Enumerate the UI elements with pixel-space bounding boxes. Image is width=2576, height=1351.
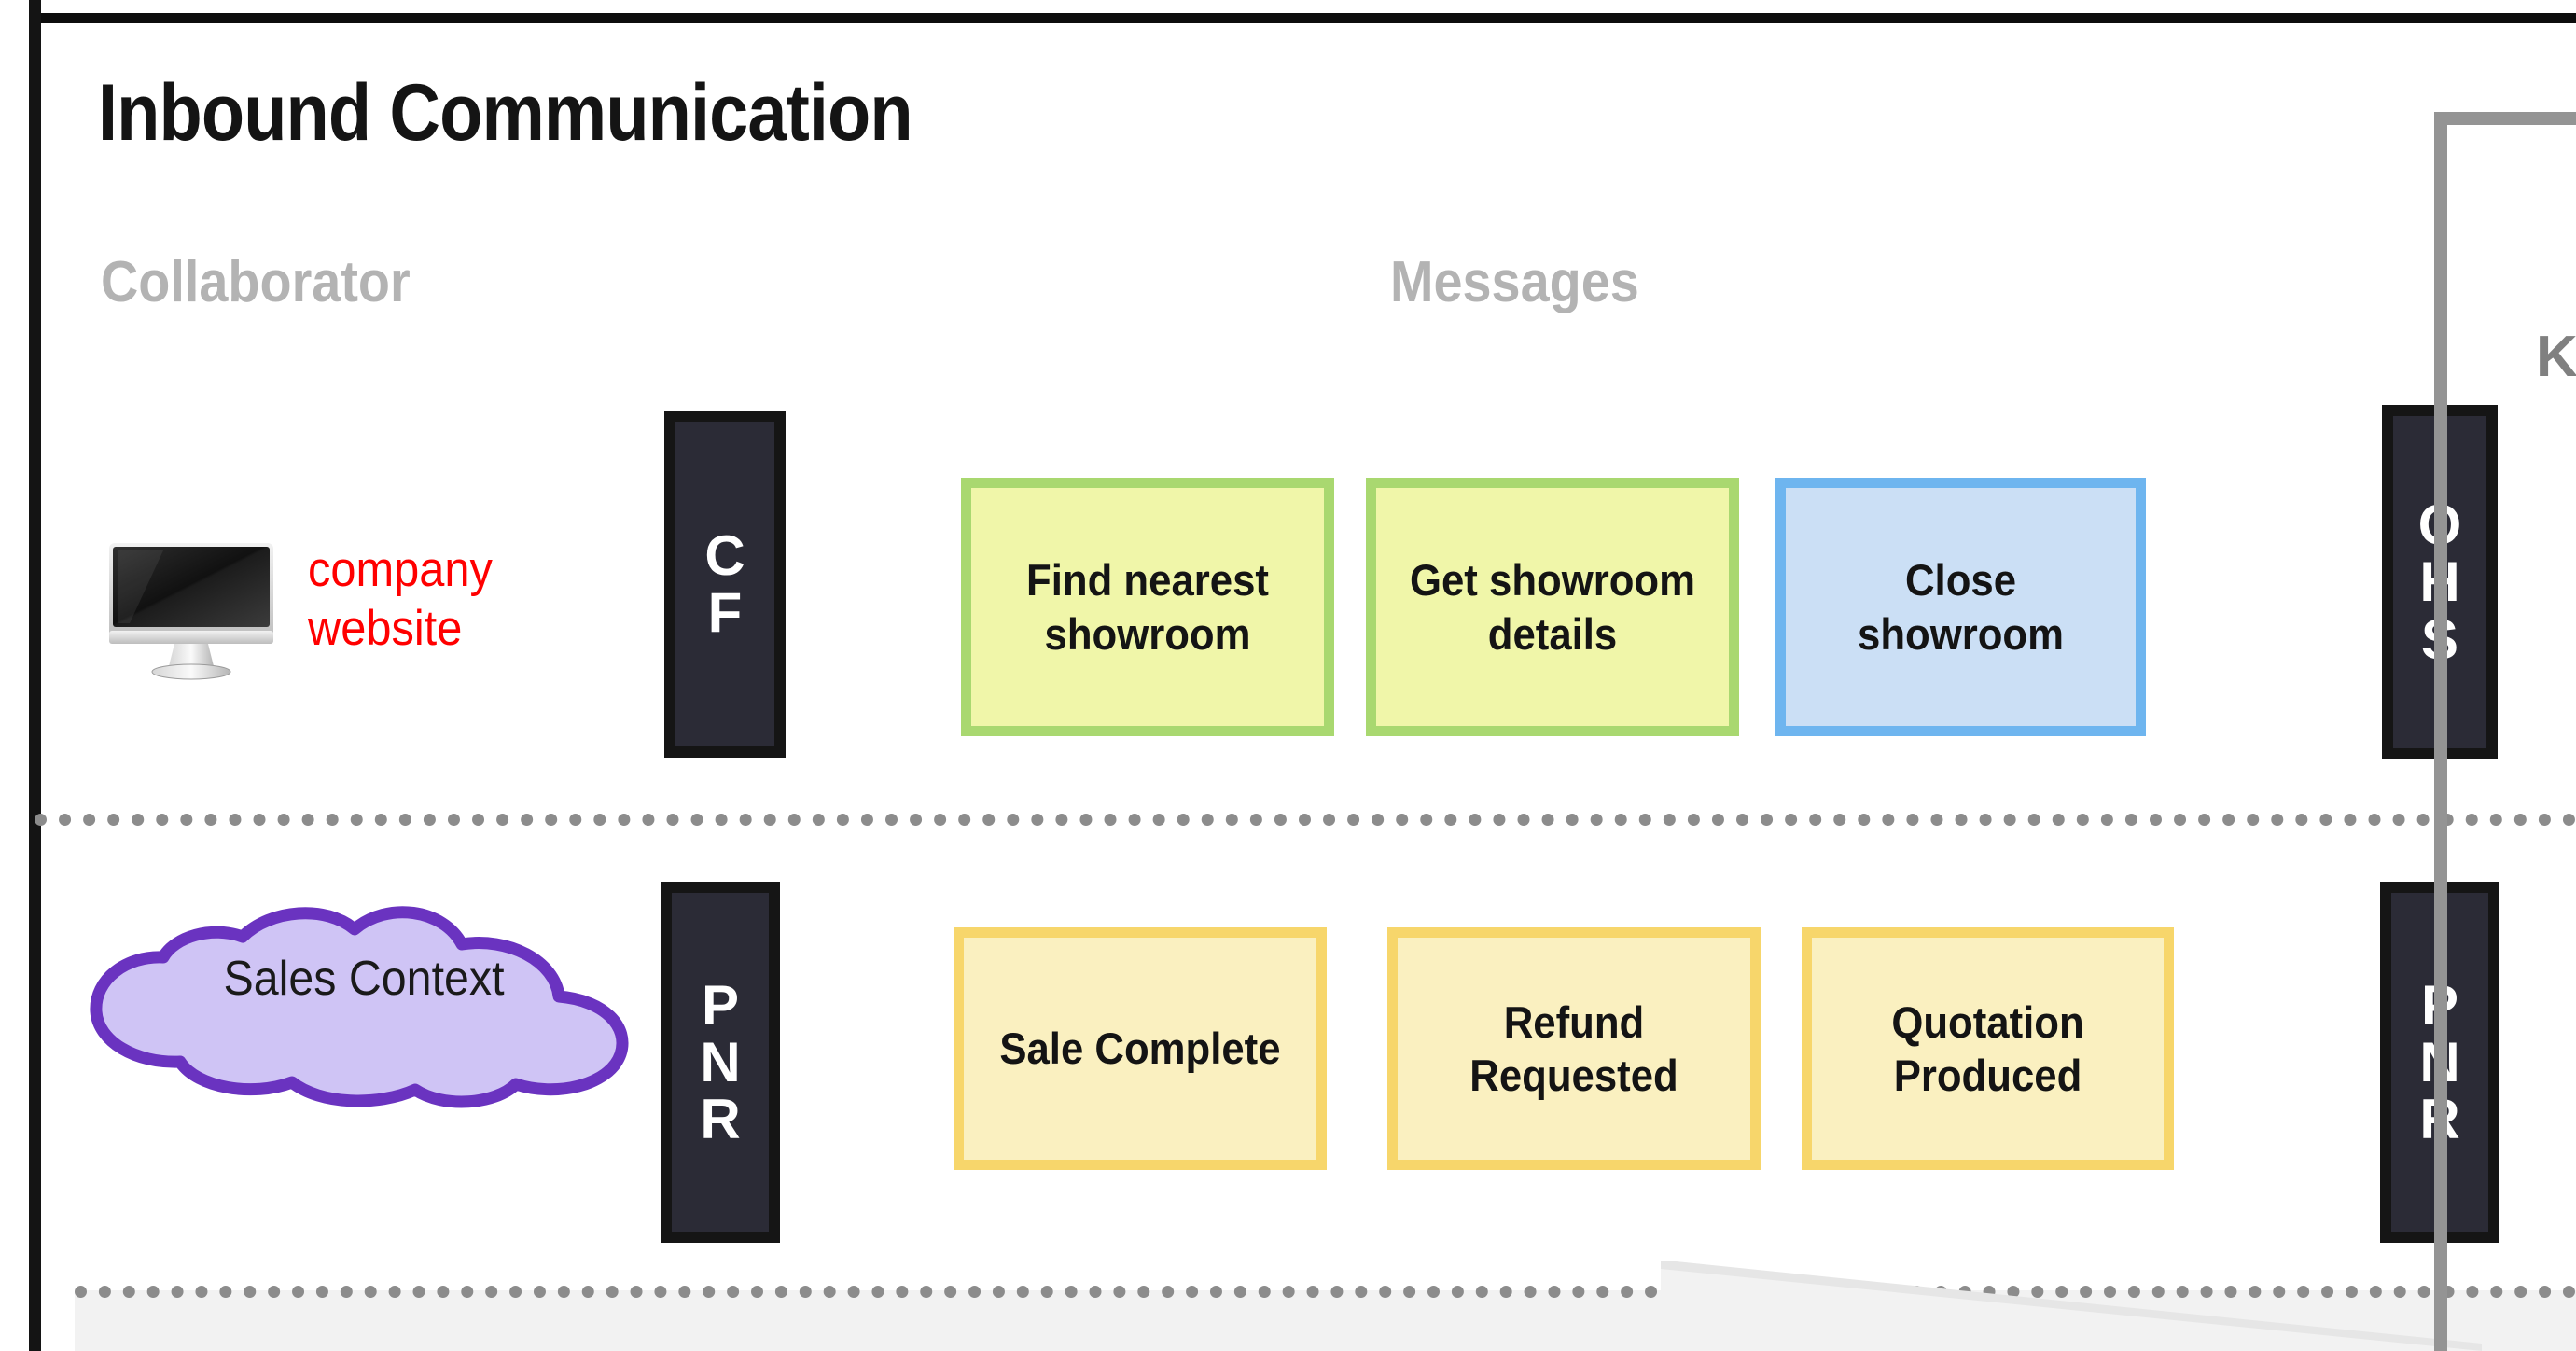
role-tag-pnr-left: P N R — [661, 882, 780, 1243]
page-title: Inbound Communication — [98, 68, 913, 158]
message-card-label: Quotation Produced — [1891, 996, 2084, 1100]
message-card-quotation-produced[interactable]: Quotation Produced — [1802, 927, 2174, 1170]
lane-separator-1 — [35, 814, 2576, 826]
connector-key-label: K — [2536, 325, 2576, 389]
collaborator-label-sales-context: Sales Context — [223, 952, 505, 1006]
message-card-close-showroom[interactable]: Close showroom — [1775, 478, 2146, 736]
connector-elbow — [2434, 112, 2576, 125]
message-card-label: Close showroom — [1858, 555, 2064, 659]
diagram-top-border — [37, 13, 2576, 23]
column-header-messages: Messages — [1390, 250, 1639, 314]
diagram-left-border — [29, 0, 41, 1351]
message-card-label: Sale Complete — [999, 1024, 1281, 1074]
column-header-collaborator: Collaborator — [101, 250, 411, 314]
message-card-refund-requested[interactable]: Refund Requested — [1387, 927, 1761, 1170]
message-card-sale-complete[interactable]: Sale Complete — [954, 927, 1327, 1170]
message-card-label: Find nearest showroom — [1026, 555, 1269, 659]
role-tag-pnr-left-letter-1: P — [701, 973, 740, 1037]
role-tag-pnr-left-letter-2: N — [700, 1030, 741, 1093]
message-card-label: Refund Requested — [1469, 996, 1678, 1100]
message-card-get-showroom-details[interactable]: Get showroom details — [1366, 478, 1739, 736]
message-card-label: Get showroom details — [1410, 555, 1695, 659]
connector-line — [2434, 112, 2447, 1351]
role-tag-cf: C F — [664, 411, 786, 758]
role-tag-pnr-left-letter-3: R — [700, 1088, 741, 1151]
desktop-monitor-icon — [107, 541, 275, 681]
role-tag-cf-letter-2: F — [707, 581, 743, 644]
cloud-icon — [70, 903, 658, 1108]
collaborator-label-company-website: company website — [308, 542, 493, 656]
role-tag-cf-letter-1: C — [704, 523, 745, 587]
ribbon-decoration — [1661, 1241, 2482, 1351]
message-card-find-nearest-showroom[interactable]: Find nearest showroom — [961, 478, 1334, 736]
